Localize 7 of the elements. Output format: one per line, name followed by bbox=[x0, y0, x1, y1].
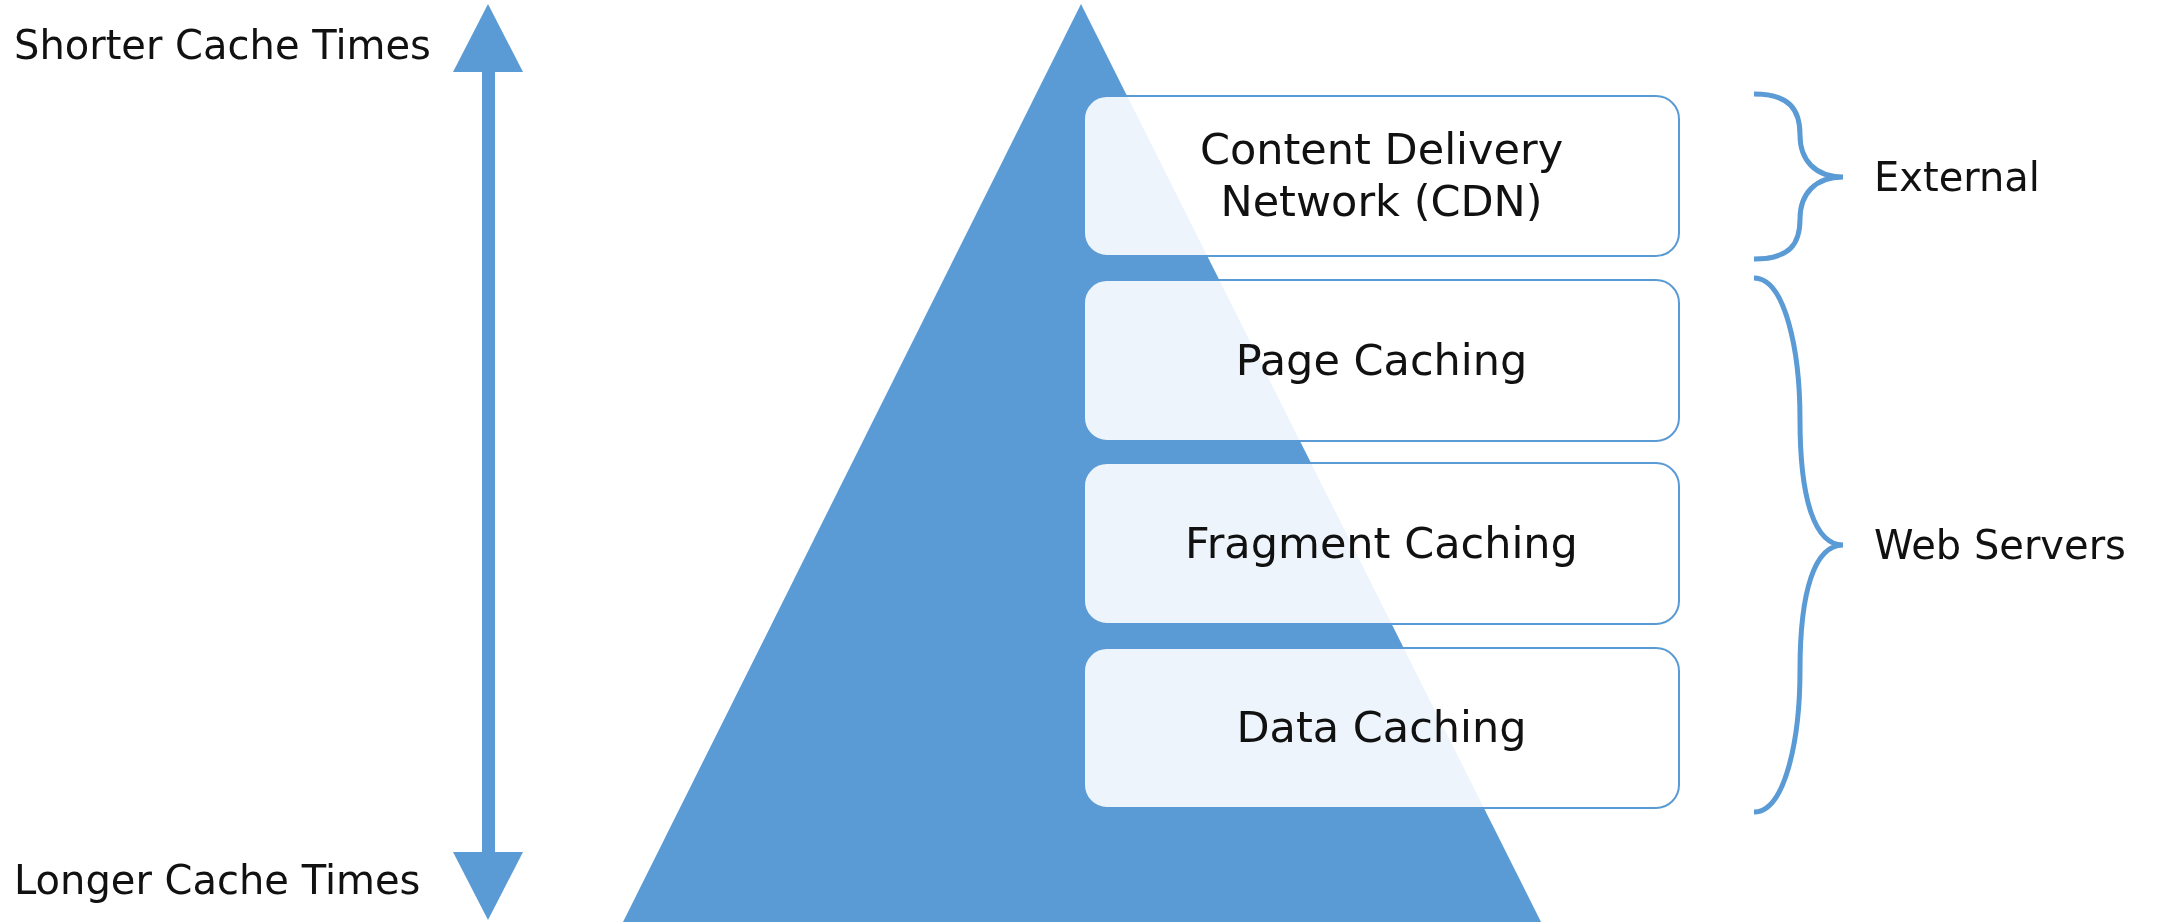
cache-layer-box: Content Delivery Network (CDN) bbox=[1083, 95, 1680, 257]
group-label: Web Servers bbox=[1874, 525, 2126, 565]
group-label: External bbox=[1874, 157, 2040, 197]
cache-layer-box: Page Caching bbox=[1083, 279, 1680, 442]
axis-label: Shorter Cache Times bbox=[14, 25, 431, 65]
cache-layer-box: Data Caching bbox=[1083, 647, 1680, 809]
cache-layer-box: Fragment Caching bbox=[1083, 462, 1680, 625]
